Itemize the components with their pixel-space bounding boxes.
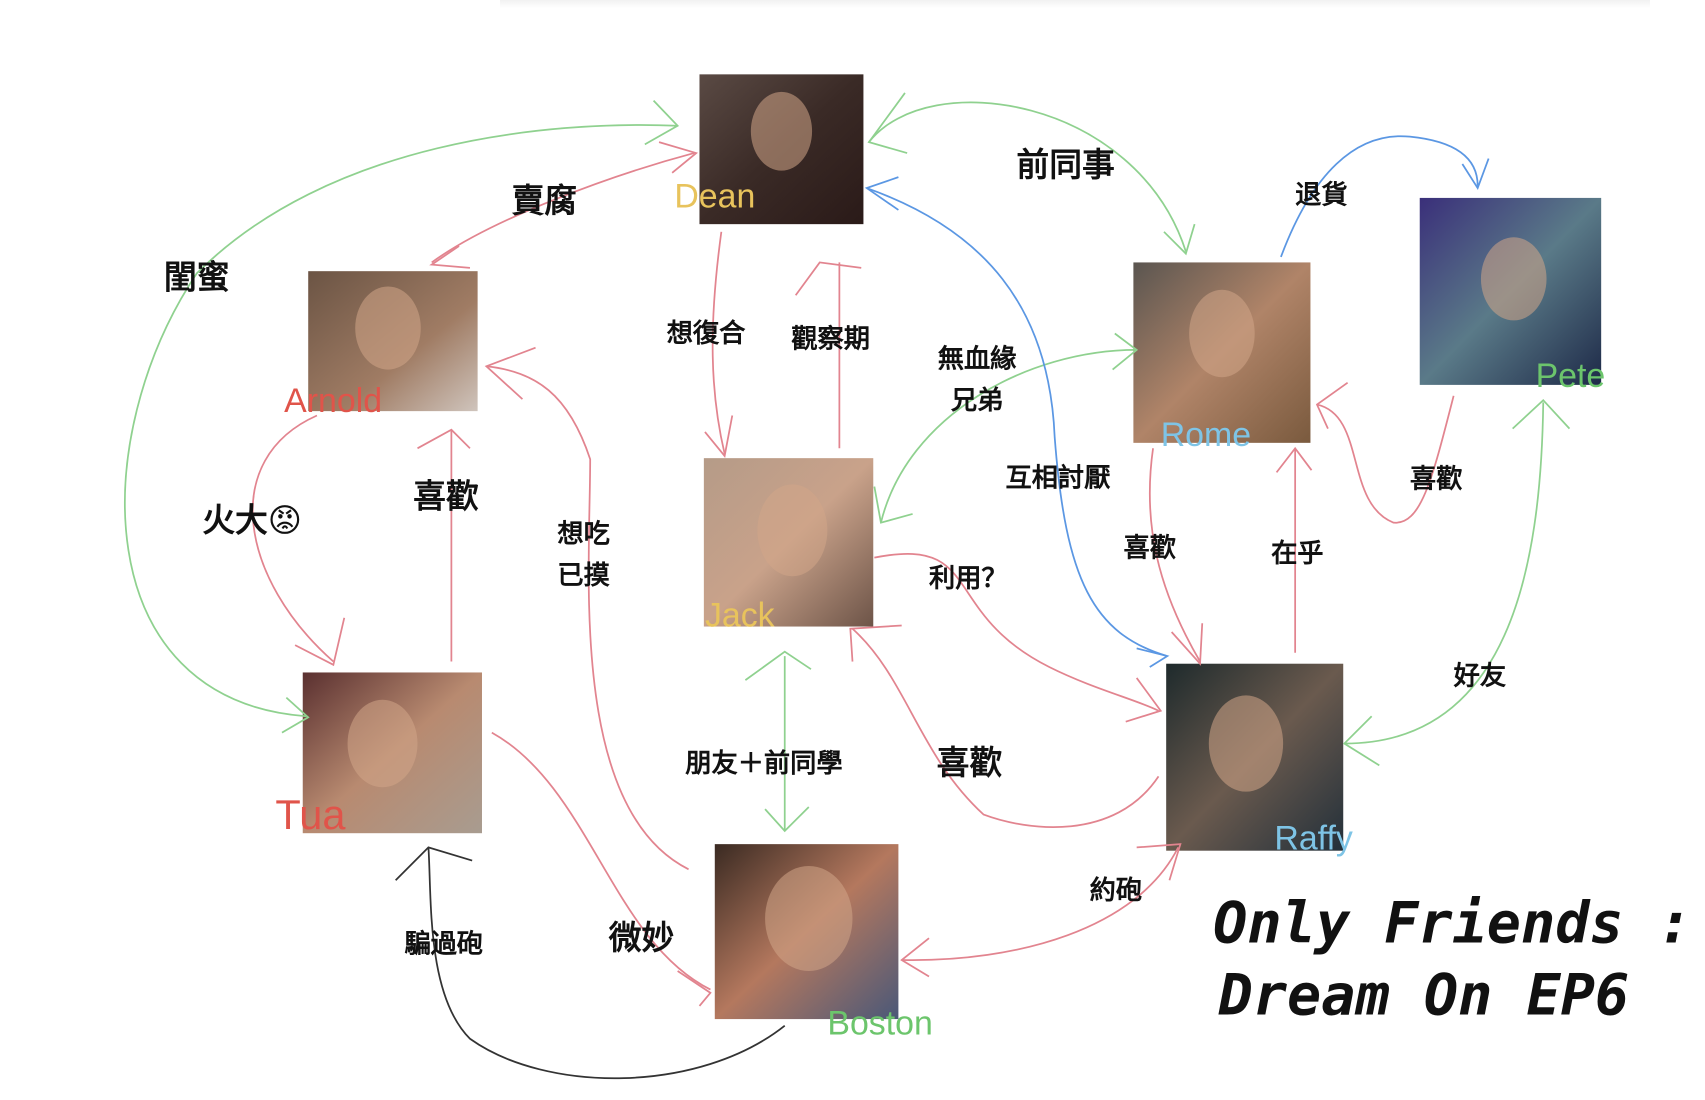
- boston-name: Boston: [827, 1004, 932, 1042]
- relation-pengyou: 朋友＋前同學: [685, 748, 842, 779]
- title-line-1: Only Friends :: [1213, 891, 1692, 957]
- jack-name: Jack: [705, 597, 775, 635]
- relation-huxiangtaoyan: 互相討厭: [1006, 463, 1112, 494]
- relation-maifu: 賣腐: [512, 182, 578, 220]
- relation-xihuan-pete: 喜歡: [1410, 465, 1462, 495]
- relation-pianguopao: 騙過砲: [404, 928, 483, 959]
- edges: [124, 92, 1571, 1080]
- relation-xiangchi: 想吃: [557, 519, 609, 549]
- relation-xihuan-arnold: 喜歡: [413, 477, 479, 515]
- tua-name: Tua: [275, 791, 346, 838]
- relation-tuihuo: 退貨: [1295, 179, 1347, 210]
- relation-guimi: 閨蜜: [164, 259, 230, 297]
- rome-name: Rome: [1161, 416, 1251, 454]
- relation-weimiao: 微妙: [608, 919, 675, 957]
- relation-haoyou: 好友: [1453, 661, 1507, 691]
- relation-qiantongshi: 前同事: [1016, 146, 1114, 184]
- relation-wuxueyuan: 無血緣: [938, 344, 1017, 374]
- title-line-2: Dream On EP6: [1218, 963, 1629, 1029]
- relation-xiangfuhe: 想復合: [667, 318, 746, 349]
- raffy-name: Raffy: [1274, 820, 1352, 858]
- relation-yimo: 已摸: [557, 561, 610, 591]
- relation-xihuan-rome: 喜歡: [1124, 534, 1176, 564]
- relation-huoda: 火大😡: [202, 501, 302, 539]
- relation-zaihu: 在乎: [1271, 539, 1323, 569]
- relation-xihuan-jack: 喜歡: [937, 744, 1003, 782]
- relation-xiongdi: 兄弟: [950, 386, 1003, 416]
- relation-liyong: 利用？: [929, 564, 1008, 594]
- face-shapes: [347, 91, 1547, 971]
- arnold-name: Arnold: [284, 382, 382, 420]
- relation-yuepao: 約砲: [1090, 875, 1142, 906]
- dean-name: Dean: [674, 178, 755, 216]
- relation-guanchaqi: 觀察期: [791, 325, 870, 355]
- top-edge: [500, 0, 1650, 8]
- pete-name: Pete: [1536, 357, 1606, 395]
